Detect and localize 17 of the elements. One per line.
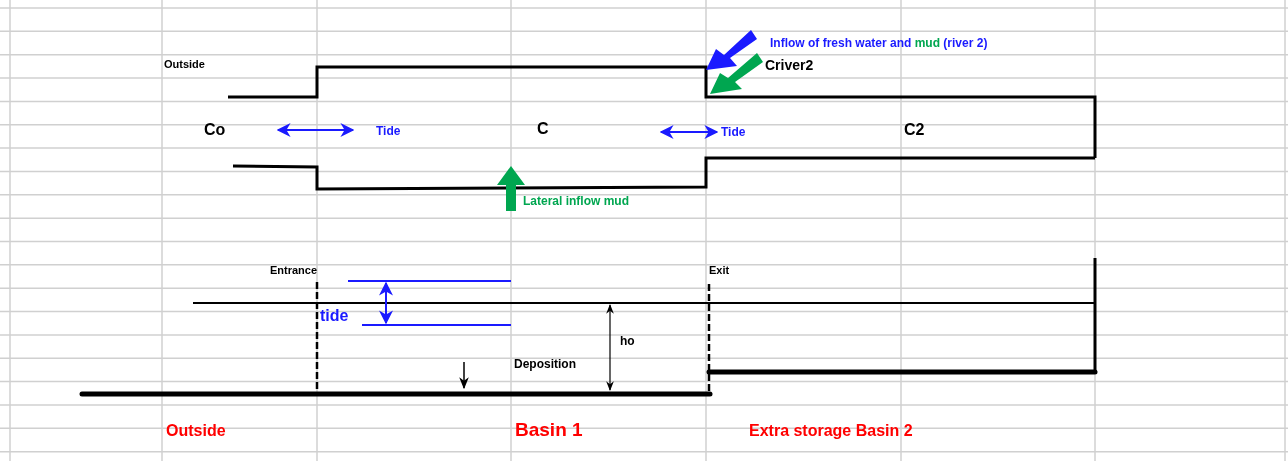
region-label: Extra storage Basin 2 [749, 423, 913, 439]
concentration-label: C [537, 121, 549, 137]
region-label: Outside [164, 58, 205, 70]
concentration-label: Co [204, 122, 226, 138]
concentration-label: C2 [904, 122, 925, 138]
region-label: Outside [166, 423, 226, 439]
tide-label: tide [320, 308, 349, 324]
section-label: Exit [709, 264, 730, 276]
depth-label: ho [620, 335, 635, 347]
inflow-label: Inflow of fresh water and mud (river 2) [770, 37, 988, 49]
region-label: Basin 1 [515, 419, 583, 439]
deposition-label: Deposition [514, 358, 576, 370]
inflow-label: Lateral inflow mud [523, 195, 629, 207]
tide-label: Tide [376, 125, 401, 137]
tide-label: Tide [721, 126, 746, 138]
concentration-label: Criver2 [765, 58, 814, 72]
section-label: Entrance [270, 264, 318, 276]
